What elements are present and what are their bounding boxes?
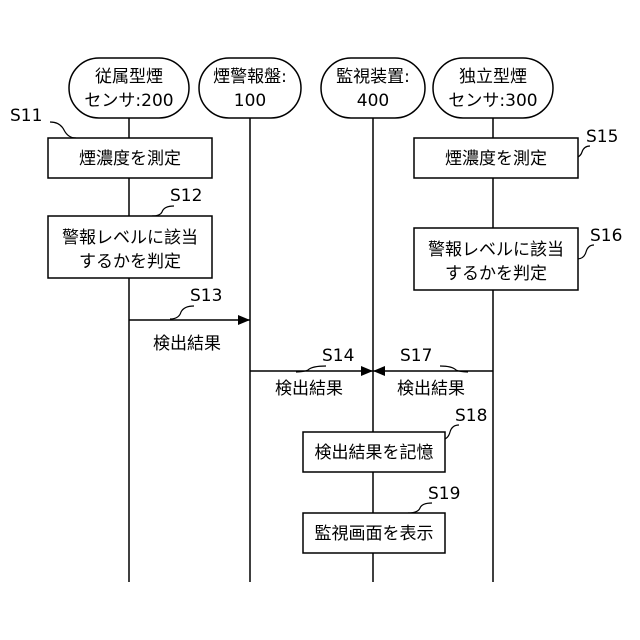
- step-label-s12: S12: [170, 186, 202, 206]
- header-line2: センサ:200: [84, 91, 173, 111]
- header-line1: 煙警報盤:: [213, 67, 287, 87]
- process-text-s16-line2: するかを判定: [445, 264, 547, 284]
- header-line1: 従属型煙: [95, 67, 163, 87]
- header-alarm-panel-100: 煙警報盤: 100: [199, 58, 301, 118]
- leader-s16: [577, 245, 594, 259]
- header-line1: 監視装置:: [336, 67, 410, 87]
- header-line2: 400: [357, 91, 389, 111]
- message-label-s13: 検出結果: [153, 334, 221, 354]
- step-label-s16: S16: [590, 226, 622, 246]
- header-smoke-sensor-200: 従属型煙 センサ:200: [69, 58, 189, 118]
- leader-s11: [50, 122, 76, 138]
- process-text-s12-line2: するかを判定: [79, 252, 181, 272]
- leader-s12: [152, 206, 174, 216]
- process-text-s18: 検出結果を記憶: [315, 443, 434, 463]
- header-line2: センサ:300: [448, 91, 537, 111]
- step-label-s11: S11: [10, 106, 42, 126]
- message-label-s14: 検出結果: [275, 379, 343, 399]
- step-label-s19: S19: [428, 484, 460, 504]
- process-text-s11: 煙濃度を測定: [79, 149, 181, 169]
- step-label-s13: S13: [190, 286, 222, 306]
- header-smoke-sensor-300: 独立型煙 センサ:300: [433, 58, 553, 118]
- leader-s13: [170, 306, 194, 319]
- header-line1: 独立型煙: [459, 67, 527, 87]
- step-label-s17: S17: [400, 346, 432, 366]
- process-text-s12-line1: 警報レベルに該当: [62, 228, 198, 248]
- step-label-s18: S18: [455, 406, 487, 426]
- process-text-s15: 煙濃度を測定: [445, 149, 547, 169]
- process-text-s16-line1: 警報レベルに該当: [428, 240, 564, 260]
- message-label-s17: 検出結果: [397, 379, 465, 399]
- process-text-s19: 監視画面を表示: [315, 524, 434, 544]
- step-label-s14: S14: [322, 346, 354, 366]
- header-monitor-400: 監視装置: 400: [321, 58, 425, 118]
- leader-s19: [408, 503, 432, 513]
- header-line2: 100: [234, 91, 266, 111]
- step-label-s15: S15: [586, 127, 618, 147]
